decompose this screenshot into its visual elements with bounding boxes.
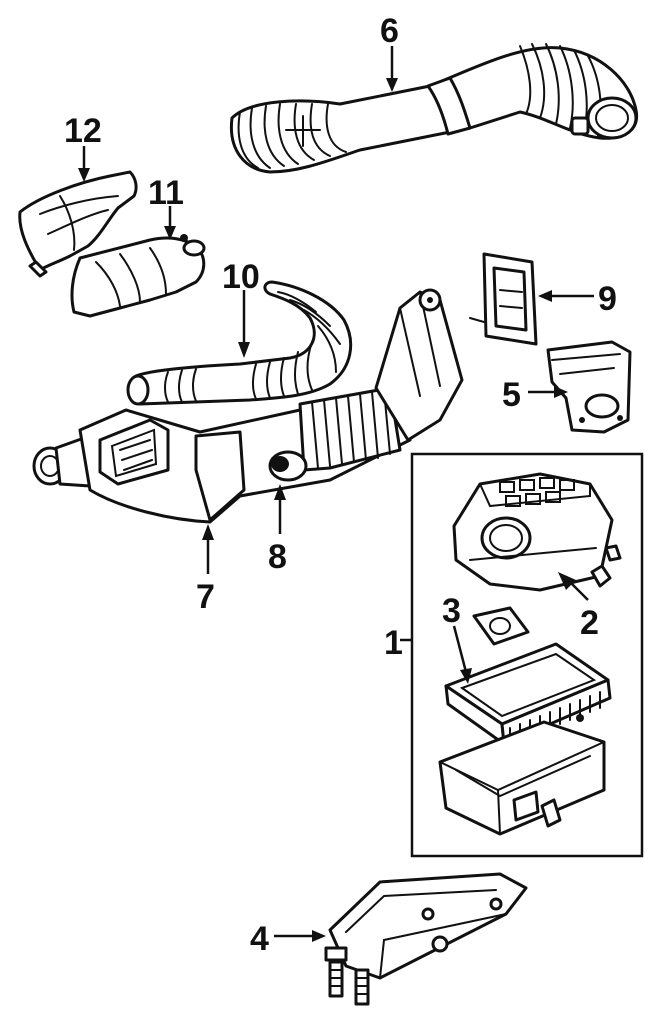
part-8-sensor — [268, 450, 308, 482]
callout-12: 12 — [64, 112, 102, 150]
leader-lines — [78, 46, 594, 942]
part-5-throttle-adapter — [546, 340, 632, 434]
leader-2 — [569, 581, 589, 601]
callout-11: 11 — [148, 174, 184, 212]
arrow-2 — [558, 572, 576, 590]
part-7-resonator-duct — [32, 288, 464, 524]
part-9-gasket — [469, 252, 538, 346]
part-11-bracket — [70, 234, 206, 318]
part-6-intake-hose — [229, 43, 639, 174]
arrow-4 — [312, 930, 326, 942]
part-4-mounting-bracket — [324, 872, 528, 1006]
part-1-air-cleaner-kit-box — [410, 452, 644, 858]
arrow-6 — [386, 78, 398, 92]
arrow-5 — [554, 386, 568, 398]
leader-3 — [452, 625, 468, 673]
arrow-10 — [238, 342, 250, 358]
part-2-air-cleaner-lid — [452, 472, 622, 592]
callout-1: 1 — [384, 624, 403, 662]
callout-labels: 6 12 11 10 9 5 8 7 3 2 1 4 — [64, 12, 617, 958]
part-10-duct — [126, 280, 353, 406]
callout-6: 6 — [380, 12, 399, 50]
arrow-11 — [164, 226, 176, 240]
callout-7: 7 — [196, 578, 215, 616]
callout-8: 8 — [268, 538, 287, 576]
callout-5: 5 — [502, 376, 521, 414]
part-12-heat-shield — [18, 170, 138, 278]
arrow-9 — [538, 290, 552, 302]
air-cleaner-lower-housing — [438, 714, 606, 836]
callout-3: 3 — [442, 592, 461, 630]
callout-9: 9 — [598, 280, 617, 318]
arrow-7 — [202, 524, 214, 540]
callout-10: 10 — [222, 258, 260, 296]
callout-4: 4 — [250, 920, 269, 958]
arrow-12 — [78, 168, 90, 182]
arrow-8 — [274, 484, 286, 500]
callout-2: 2 — [580, 604, 599, 642]
arrow-3 — [460, 668, 472, 684]
